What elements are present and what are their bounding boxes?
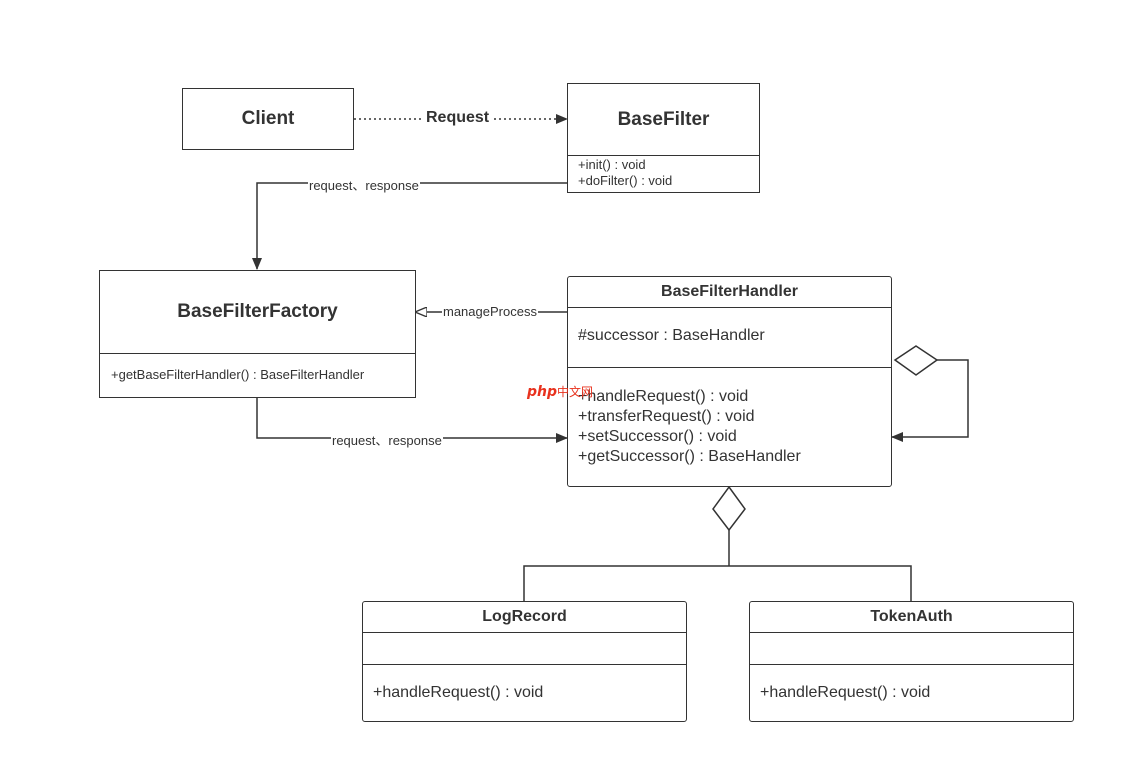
edge-basefilter-factory — [252, 182, 567, 270]
edge-to-tokenauth — [729, 565, 912, 601]
edge-handler-self — [891, 359, 969, 442]
method-line: +getBaseFilterHandler() : BaseFilterHand… — [111, 367, 365, 382]
edge-label-manage-process: manageProcess — [442, 304, 538, 319]
self-aggregation-diamond-icon — [893, 345, 939, 376]
class-logrecord: LogRecord +handleRequest() : void — [362, 601, 687, 722]
method-section: +getBaseFilterHandler() : BaseFilterHand… — [100, 353, 415, 383]
method-section: +init() : void +doFilter() : void — [568, 155, 759, 189]
class-title: BaseFilter — [617, 108, 710, 130]
class-title: TokenAuth — [870, 608, 953, 625]
class-title: LogRecord — [482, 608, 567, 625]
class-basefilterhandler: BaseFilterHandler #successor : BaseHandl… — [567, 276, 892, 487]
attribute-section — [363, 632, 686, 664]
method-section: +handleRequest() : void +transferRequest… — [568, 367, 891, 467]
edge-label-request-response-top: request、response — [308, 175, 420, 194]
watermark-suffix: 中文网 — [557, 385, 594, 399]
watermark: php中文网 — [527, 383, 593, 400]
edge-factory-handler — [256, 398, 568, 443]
method-line: +handleRequest() : void — [578, 388, 749, 405]
attribute-line: #successor : BaseHandler — [578, 327, 765, 344]
method-line: +doFilter() : void — [578, 173, 673, 188]
method-section: +handleRequest() : void — [750, 664, 1073, 703]
method-line: +transferRequest() : void — [578, 408, 755, 425]
class-title: BaseFilterHandler — [661, 283, 798, 300]
method-line: +handleRequest() : void — [373, 684, 544, 701]
edge-to-logrecord — [523, 565, 729, 601]
attribute-section — [750, 632, 1073, 664]
method-section: +handleRequest() : void — [363, 664, 686, 703]
class-title: BaseFilterFactory — [177, 301, 338, 322]
class-client: Client — [182, 88, 354, 150]
class-title: Client — [241, 108, 295, 129]
class-basefilterfactory: BaseFilterFactory +getBaseFilterHandler(… — [99, 270, 416, 398]
class-basefilter: BaseFilter +init() : void +doFilter() : … — [567, 83, 760, 193]
method-line: +handleRequest() : void — [760, 684, 931, 701]
class-tokenauth: TokenAuth +handleRequest() : void — [749, 601, 1074, 722]
edge-label-request: Request — [424, 109, 492, 127]
edge-label-request-response-bottom: request、response — [331, 430, 443, 449]
watermark-brand: php — [527, 384, 558, 400]
method-line: +setSuccessor() : void — [578, 428, 737, 445]
method-line: +init() : void — [578, 157, 646, 172]
method-line: +getSuccessor() : BaseHandler — [578, 448, 801, 465]
attribute-section: #successor : BaseHandler — [568, 307, 891, 367]
aggregation-diamond-icon — [712, 485, 746, 532]
